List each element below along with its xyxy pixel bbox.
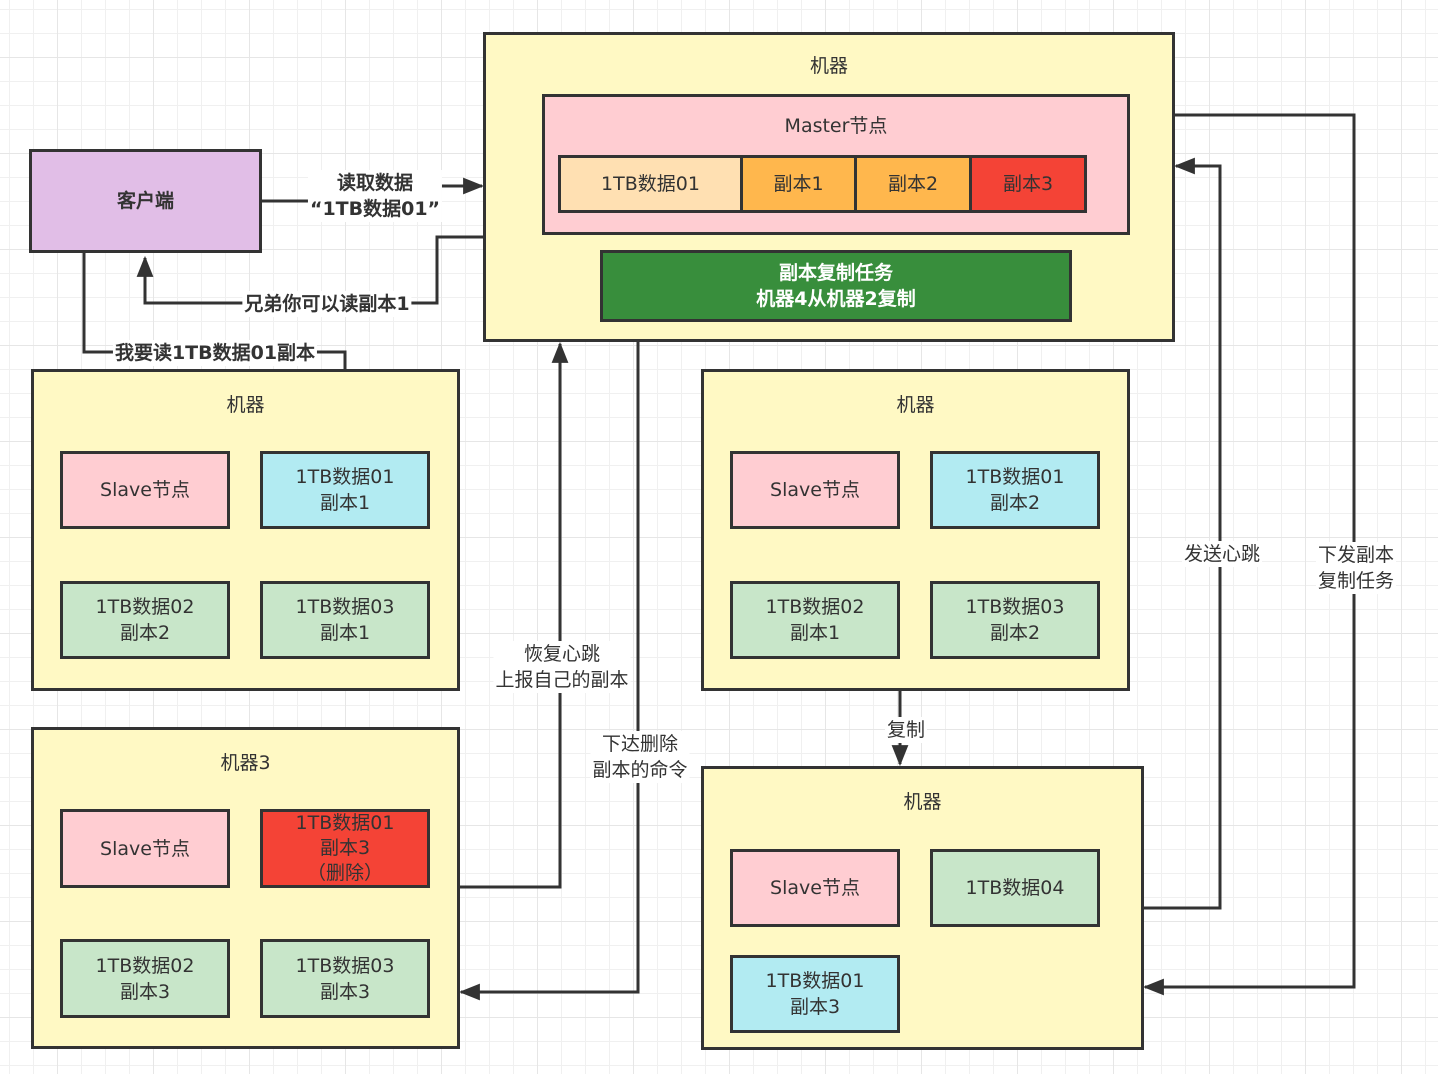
slave-label: Slave节点	[100, 479, 190, 501]
master-cell-replica3[interactable]: 副本3	[969, 155, 1087, 213]
edge-label-send-heartbeat: 发送心跳	[1181, 541, 1263, 567]
data-block[interactable]: 1TB数据01 副本1	[260, 451, 430, 529]
block-label: 1TB数据01 副本3 （删除）	[295, 812, 395, 884]
edge-label-dispatch-copy: 下发副本 复制任务	[1315, 542, 1397, 594]
slave-node[interactable]: Slave节点	[60, 809, 230, 888]
block-label: 1TB数据01 副本1	[295, 466, 395, 514]
master-cell-data01[interactable]: 1TB数据01	[558, 155, 743, 213]
client-box[interactable]: 客户端	[29, 149, 262, 253]
edge-recover-heartbeat	[459, 341, 569, 889]
data-block[interactable]: 1TB数据03 副本1	[260, 581, 430, 659]
block-label: 1TB数据01 副本2	[965, 466, 1065, 514]
master-node-title: Master节点	[784, 115, 888, 137]
edge-label-read-data: 读取数据 “1TB数据01”	[307, 170, 443, 222]
slave-label: Slave节点	[770, 479, 860, 501]
machine-title: 机器3	[220, 752, 271, 774]
edge-label-recover-heartbeat: 恢复心跳 上报自己的副本	[493, 641, 631, 693]
block-label: 1TB数据03 副本2	[965, 596, 1065, 644]
block-label: 1TB数据01 副本3	[765, 970, 865, 1018]
replica-copy-task[interactable]: 副本复制任务 机器4从机器2复制	[600, 250, 1072, 322]
edge-label-copy: 复制	[884, 717, 928, 743]
task-label: 副本复制任务 机器4从机器2复制	[756, 262, 916, 310]
client-label: 客户端	[116, 190, 174, 212]
data-block[interactable]: 1TB数据01 副本2	[930, 451, 1100, 529]
machine-title: 机器	[903, 791, 942, 813]
data-block[interactable]: 1TB数据03 副本3	[260, 939, 430, 1018]
cell-label: 副本2	[887, 173, 939, 195]
slave-node[interactable]: Slave节点	[730, 849, 900, 927]
edge-label-delete-cmd: 下达删除 副本的命令	[590, 731, 690, 783]
master-cell-replica1[interactable]: 副本1	[740, 155, 857, 213]
edge-label-read-replica1: 兄弟你可以读副本1	[242, 291, 412, 317]
block-label: 1TB数据03 副本1	[295, 596, 395, 644]
machine-title: 机器	[896, 394, 935, 416]
cell-label: 副本3	[1002, 173, 1054, 195]
data-block[interactable]: 1TB数据02 副本1	[730, 581, 900, 659]
data-block[interactable]: 1TB数据02 副本3	[60, 939, 230, 1018]
block-label: 1TB数据03 副本3	[295, 954, 395, 1003]
block-label: 1TB数据02 副本2	[95, 596, 195, 644]
block-label: 1TB数据02 副本3	[95, 954, 195, 1003]
block-label: 1TB数据02 副本1	[765, 596, 865, 644]
slave-node[interactable]: Slave节点	[730, 451, 900, 529]
data-block-deleted[interactable]: 1TB数据01 副本3 （删除）	[260, 809, 430, 888]
master-cell-replica2[interactable]: 副本2	[854, 155, 972, 213]
data-block[interactable]: 1TB数据01 副本3	[730, 955, 900, 1033]
block-label: 1TB数据04	[965, 877, 1065, 899]
slave-label: Slave节点	[770, 877, 860, 899]
slave-node[interactable]: Slave节点	[60, 451, 230, 529]
cell-label: 1TB数据01	[601, 173, 700, 195]
slave-label: Slave节点	[100, 837, 190, 860]
cell-label: 副本1	[773, 173, 824, 195]
data-block[interactable]: 1TB数据03 副本2	[930, 581, 1100, 659]
data-block[interactable]: 1TB数据04	[930, 849, 1100, 927]
edge-label-want-read: 我要读1TB数据01副本	[112, 340, 318, 366]
data-block[interactable]: 1TB数据02 副本2	[60, 581, 230, 659]
master-machine-title: 机器	[809, 55, 848, 77]
machine-title: 机器	[226, 394, 265, 416]
